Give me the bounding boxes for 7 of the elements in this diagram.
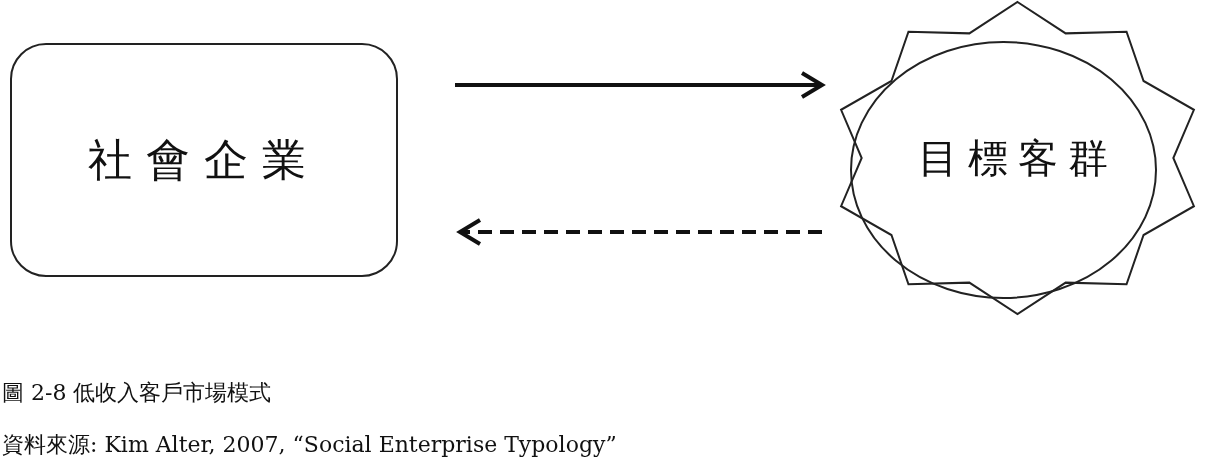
source-note: 資料來源: Kim Alter, 2007, “Social Enterprise Typology” xyxy=(2,431,617,459)
arrow xyxy=(455,71,824,99)
arrow xyxy=(458,218,822,246)
rounded-box xyxy=(10,43,398,277)
node-label: 目標客群 xyxy=(917,133,1118,183)
node-label: 社會企業 xyxy=(88,132,320,187)
figure-caption: 圖 2-8 低收入客戶市場模式 xyxy=(2,379,272,407)
